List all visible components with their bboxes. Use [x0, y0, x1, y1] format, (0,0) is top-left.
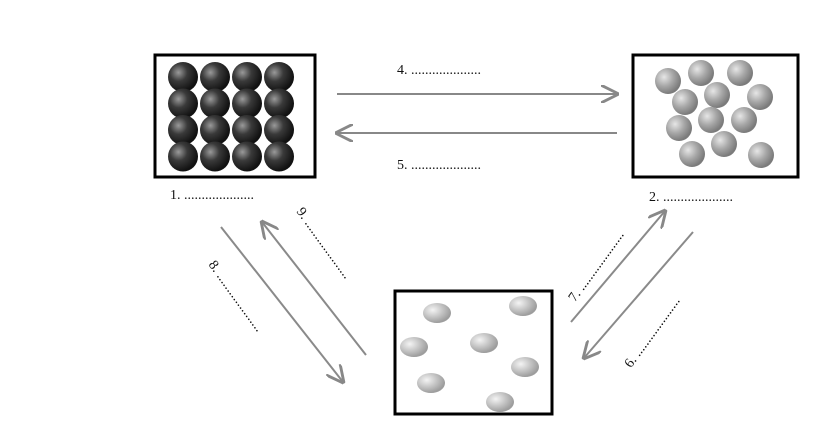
solid-particle	[232, 115, 262, 145]
label-1: 1. ....................	[170, 188, 254, 203]
gas-particle	[470, 333, 498, 353]
label-4: 4. ....................	[397, 63, 481, 78]
solid-particle	[168, 62, 198, 92]
gas-particle	[400, 337, 428, 357]
liquid-particle	[704, 82, 730, 108]
solid-particle	[232, 141, 262, 172]
solid-particle	[200, 141, 230, 172]
solid-particle	[232, 62, 262, 92]
solid-particle	[168, 115, 198, 145]
liquid-particle	[727, 60, 753, 86]
arrow-8	[220, 226, 343, 382]
solid-particle	[264, 62, 294, 92]
arrow-6	[584, 231, 694, 358]
label-2: 2. ....................	[649, 190, 733, 205]
arrow-7	[570, 211, 665, 323]
solid-particle	[264, 88, 294, 119]
liquid-particles	[655, 60, 774, 168]
liquid-particle	[748, 142, 774, 168]
gas-particle	[511, 357, 539, 377]
liquid-particle	[688, 60, 714, 86]
liquid-particle	[731, 107, 757, 133]
liquid-particle	[679, 141, 705, 167]
solid-particles	[168, 62, 294, 172]
liquid-particle	[672, 89, 698, 115]
gas-particle	[509, 296, 537, 316]
gas-particle	[417, 373, 445, 393]
solid-particle	[200, 115, 230, 145]
liquid-particle	[698, 107, 724, 133]
solid-particle	[232, 88, 262, 119]
liquid-particle	[711, 131, 737, 157]
liquid-particle	[666, 115, 692, 141]
gas-particle	[486, 392, 514, 412]
solid-particle	[200, 62, 230, 92]
liquid-particle	[747, 84, 773, 110]
solid-particle	[200, 88, 230, 119]
liquid-particle	[655, 68, 681, 94]
gas-particles	[400, 296, 539, 412]
solid-particle	[168, 141, 198, 172]
label-5: 5. ....................	[397, 158, 481, 173]
solid-particle	[264, 115, 294, 145]
arrow-9	[262, 222, 367, 356]
gas-particle	[423, 303, 451, 323]
solid-particle	[264, 141, 294, 172]
solid-particle	[168, 88, 198, 119]
